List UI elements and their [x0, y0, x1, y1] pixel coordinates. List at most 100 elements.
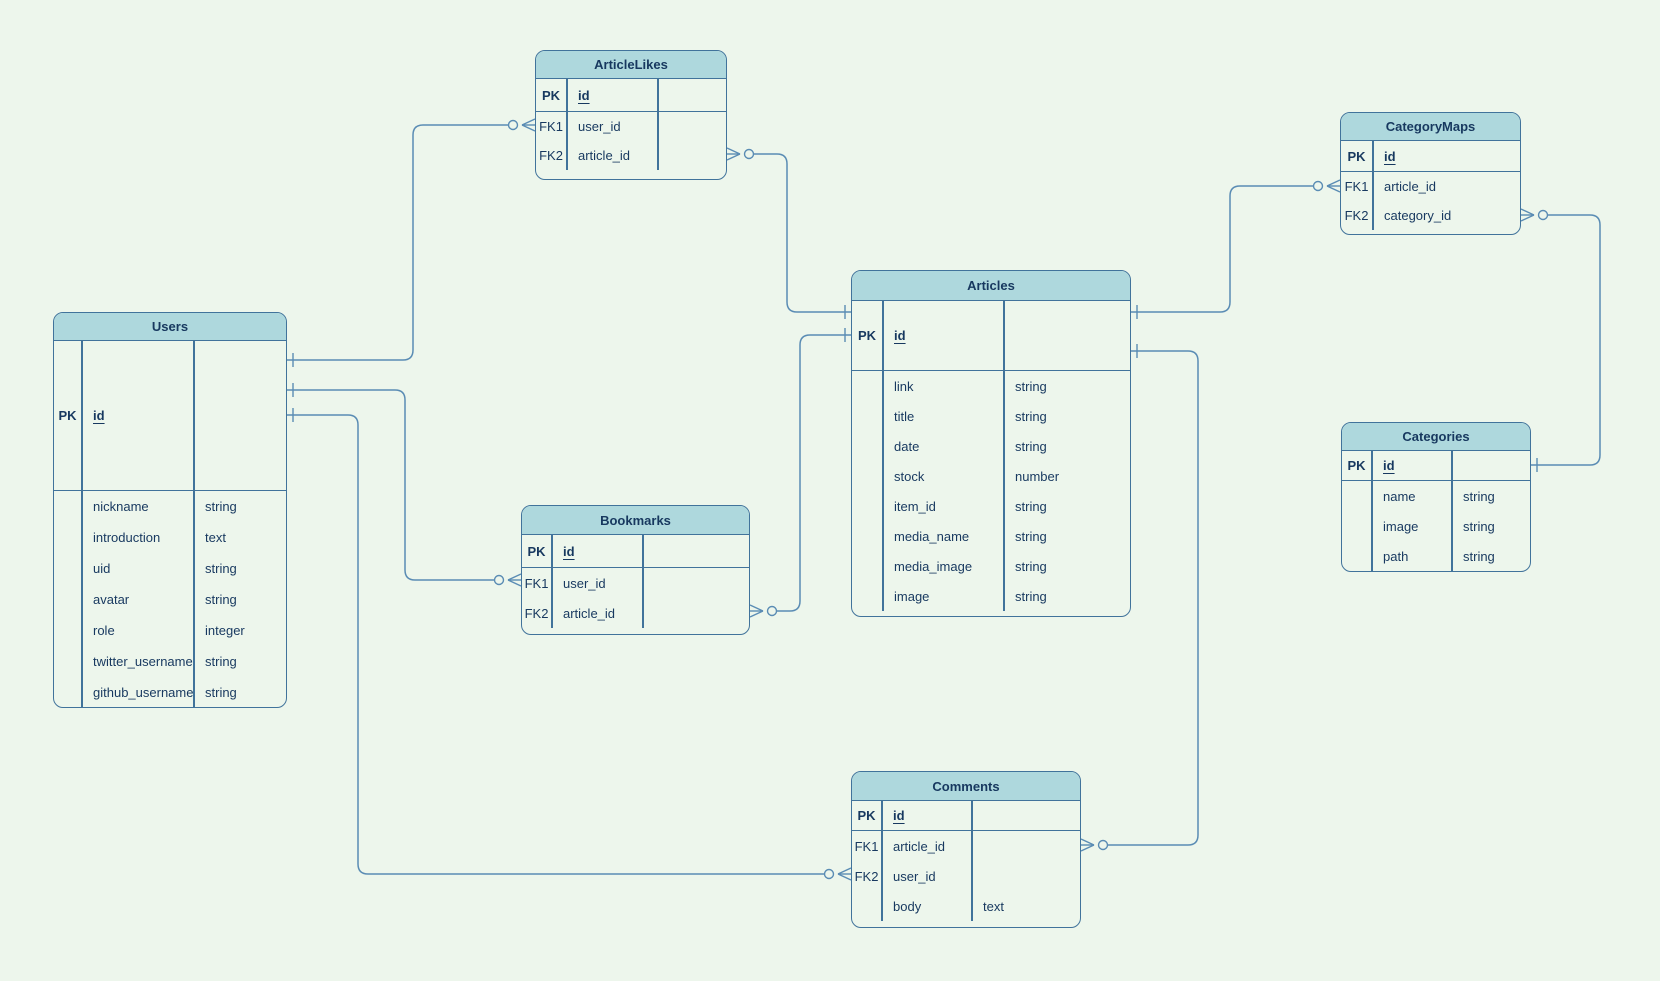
field-name: image — [1383, 518, 1419, 534]
relationship-line — [1131, 185, 1314, 313]
table-title-bookmarks: Bookmarks — [522, 506, 749, 535]
field-type: string — [205, 592, 237, 607]
field-row-pk: PK id — [1341, 141, 1520, 172]
field-name: article_id — [578, 148, 631, 163]
crow-foot-icon — [521, 124, 536, 132]
crow-foot-icon — [1080, 838, 1095, 846]
field-name: introduction — [93, 530, 161, 545]
field-name: path — [1383, 548, 1409, 564]
field-name: body — [893, 898, 922, 914]
field-key-label: FK1 — [524, 575, 549, 591]
connector-categorymaps-categories[interactable] — [1520, 208, 1601, 472]
field-type: string — [1015, 378, 1047, 394]
field-row-pk: PK id — [1342, 451, 1530, 481]
field-row: path string — [1342, 541, 1530, 571]
field-type: string — [1015, 558, 1047, 574]
field-type: string — [205, 685, 237, 700]
field-name: article_id — [563, 605, 616, 621]
field-name: id — [893, 808, 905, 823]
field-name: user_id — [578, 119, 621, 134]
connector-articlelikes-articles[interactable] — [726, 147, 851, 319]
table-title-categorymaps: CategoryMaps — [1341, 113, 1520, 141]
crow-foot-icon — [507, 579, 522, 587]
field-name: github_username — [93, 685, 194, 700]
field-type: string — [1015, 408, 1047, 424]
connector-users-articlelikes[interactable] — [287, 118, 536, 367]
field-key-label: PK — [1347, 148, 1366, 164]
field-row: introduction text — [54, 522, 286, 553]
crow-foot-icon — [1326, 185, 1341, 193]
field-key-label: FK2 — [524, 605, 549, 621]
field-name: media_name — [894, 528, 970, 544]
field-row: body text — [852, 891, 1080, 921]
field-name: nickname — [93, 499, 149, 514]
field-key-label: PK — [541, 87, 561, 103]
field-name: link — [894, 378, 914, 394]
field-name: twitter_username — [93, 654, 193, 669]
field-key-label: FK2 — [1344, 208, 1369, 223]
field-name: id — [563, 543, 575, 559]
field-key-label: PK — [1347, 458, 1366, 473]
field-name: id — [894, 328, 906, 343]
column-divider — [551, 535, 553, 628]
connector-articles-categorymaps[interactable] — [1131, 179, 1341, 319]
cardinality-zero-circle-icon — [1537, 209, 1549, 221]
field-name: id — [93, 408, 105, 423]
column-divider — [193, 341, 195, 707]
field-type: text — [205, 530, 226, 545]
relationship-line — [776, 334, 851, 612]
relationship-line — [287, 414, 825, 875]
connector-bookmarks-articles[interactable] — [749, 328, 851, 618]
relationship-line — [287, 389, 495, 581]
table-title-articlelikes: ArticleLikes — [536, 51, 726, 79]
column-divider — [1451, 451, 1453, 571]
field-type: string — [1463, 488, 1495, 504]
field-type: string — [205, 499, 237, 514]
connector-users-bookmarks[interactable] — [287, 383, 522, 587]
cardinality-zero-circle-icon — [823, 868, 835, 880]
crow-foot-icon — [521, 118, 536, 126]
field-name: title — [894, 408, 915, 424]
table-title-comments: Comments — [852, 772, 1080, 801]
field-key-label: FK1 — [1344, 179, 1369, 194]
field-type: string — [1463, 518, 1495, 534]
field-type: text — [983, 898, 1004, 914]
cardinality-zero-circle-icon — [766, 605, 778, 617]
field-type: string — [1463, 548, 1495, 564]
field-key-label: FK1 — [854, 838, 879, 854]
connector-users-comments[interactable] — [287, 408, 852, 881]
column-divider — [81, 341, 83, 707]
column-divider — [881, 801, 883, 921]
field-type: string — [1015, 498, 1047, 514]
field-name: id — [1383, 458, 1395, 473]
cardinality-zero-circle-icon — [507, 119, 519, 131]
field-name: id — [1384, 148, 1396, 164]
